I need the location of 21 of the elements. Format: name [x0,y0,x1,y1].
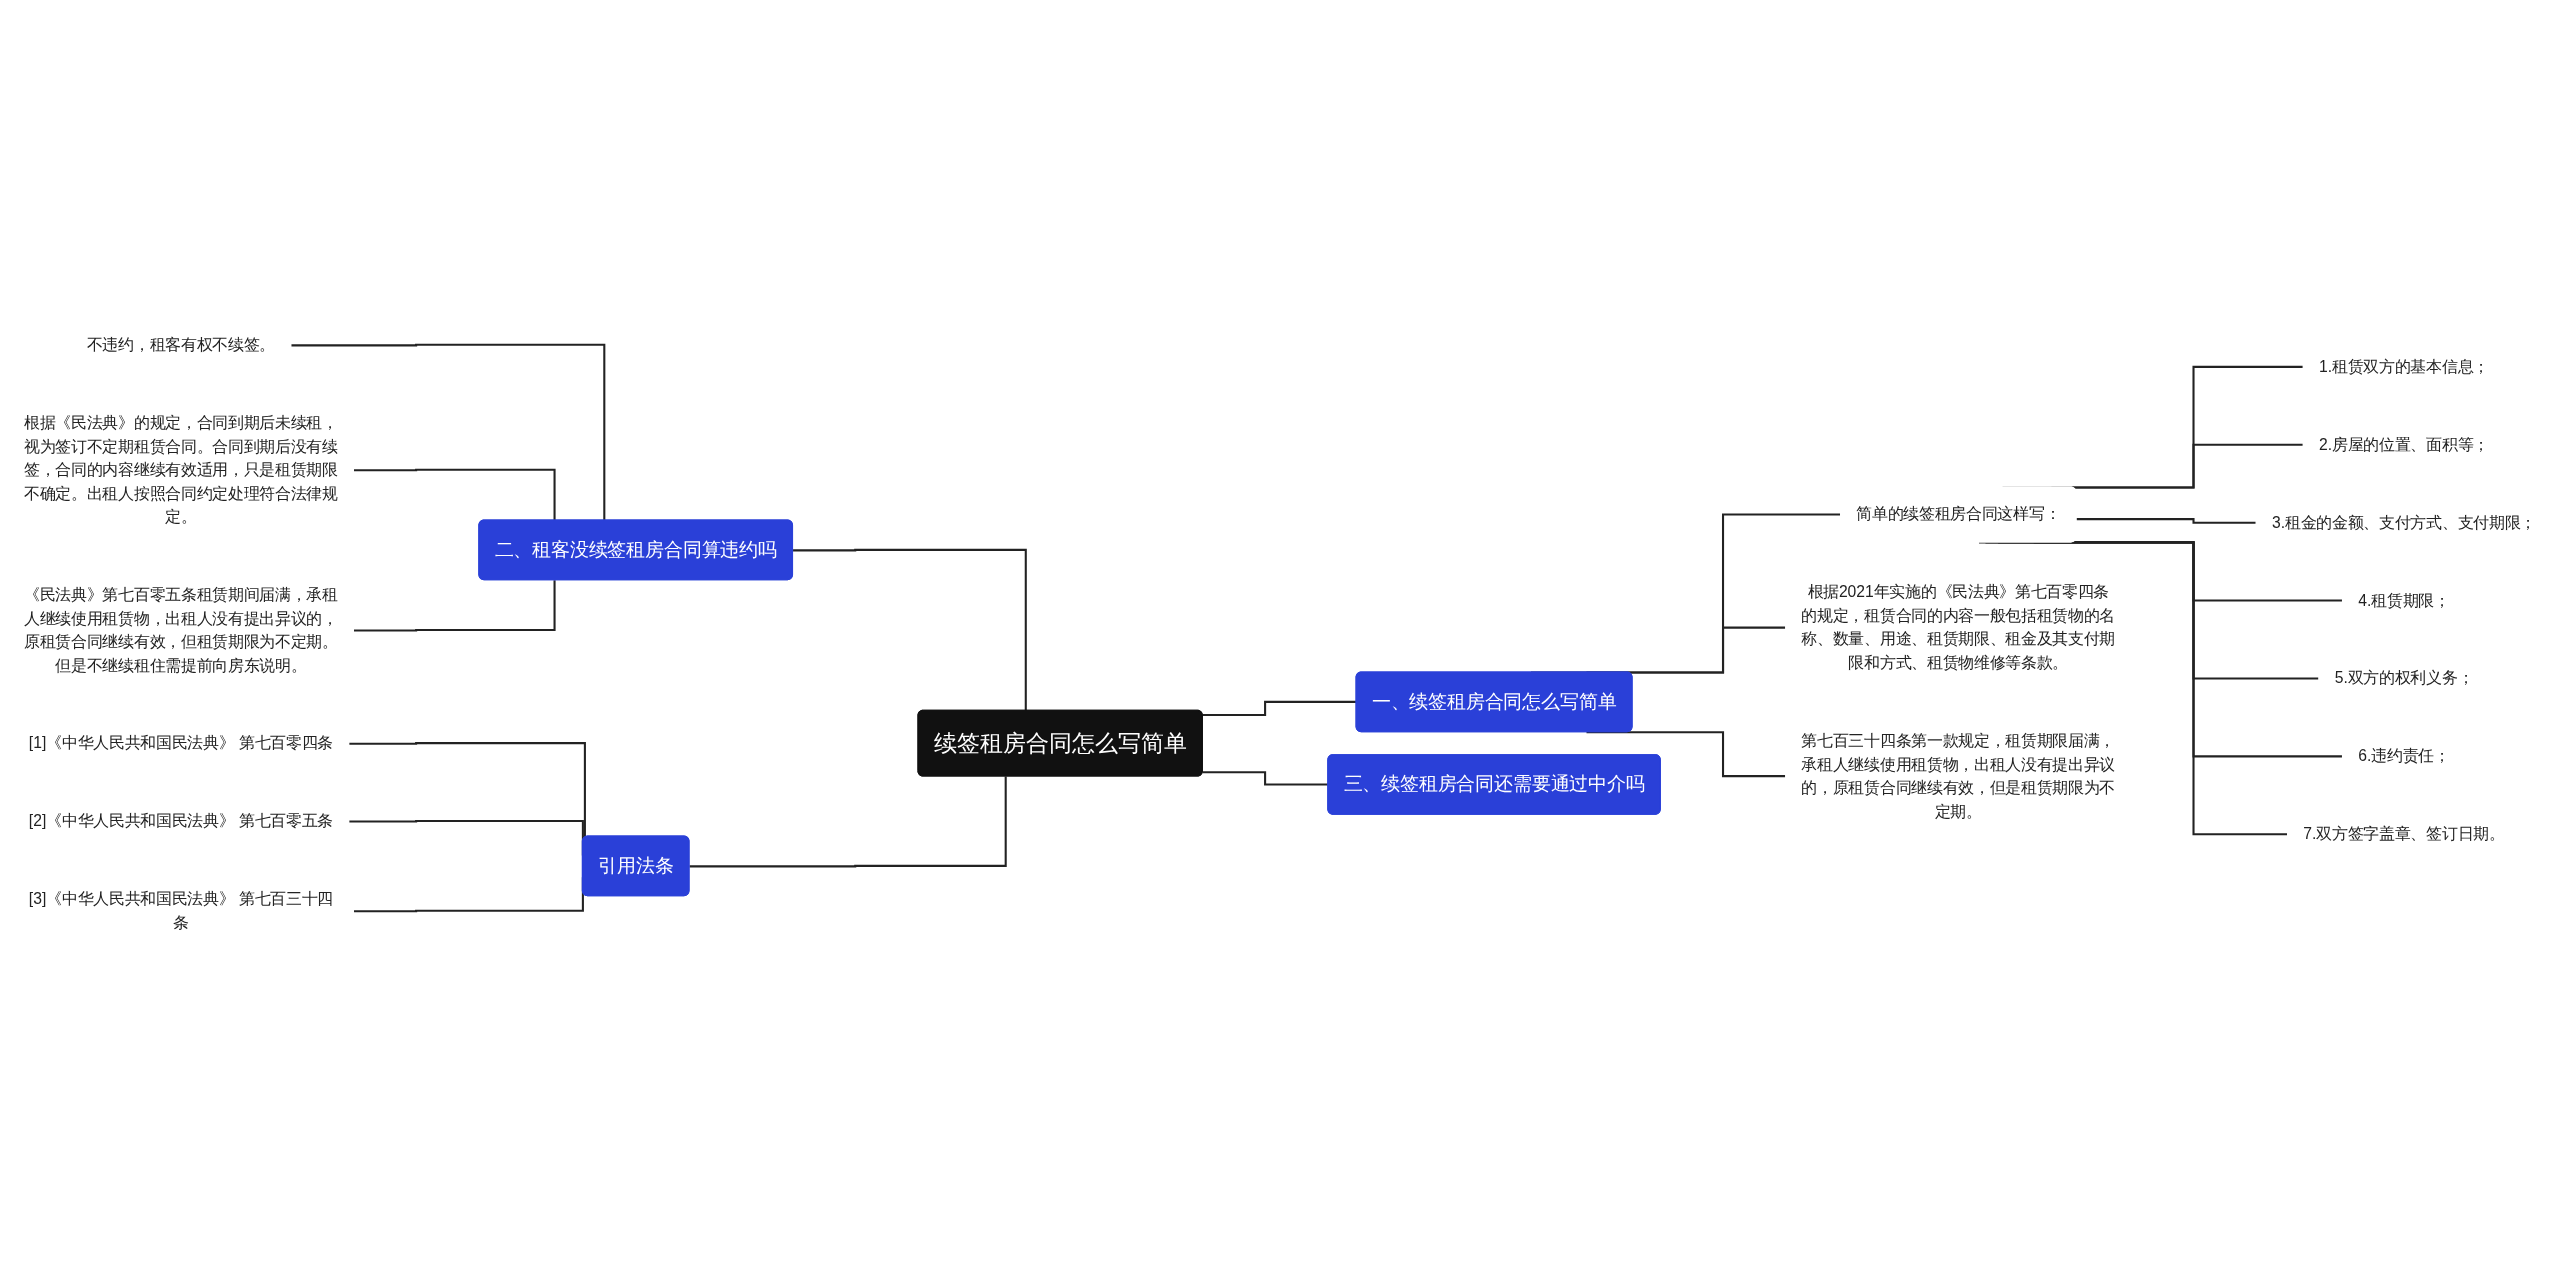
connector [291,343,606,521]
connector [353,580,556,632]
node-text: 根据2021年实施的《民法典》第七百零四条的规定，租赁合同的内容一般包括租赁物的名称、数量、用途、租赁期限、租金及其支付期限和方式、租赁物维修等条款。 [1801,582,2116,671]
connector [353,468,556,521]
node-text: 不违约，租客有权不续签。 [86,335,275,353]
node-text: 4.租赁期限； [2358,590,2450,609]
connector [349,741,586,838]
connector [793,548,1027,711]
node-text: 根据《民法典》的规定，合同到期后未续租，视为签订不定期租赁合同。合同到期后没有续签，合同的内容继续有效适用，只是租赁期限不确定。出租人按照合同约定处理符合法律规定。 [24,412,338,525]
node-text: 6.违约责任； [2358,746,2450,765]
node-text: 7.双方签字盖章、签订日期。 [2303,824,2505,843]
node-text: [1]《中华人民共和国民法典》 第七百零四条 [28,733,333,752]
node-text: 《民法典》第七百零五条租赁期间届满，承租人继续使用租赁物，出租人没有提出异议的，原租赁合同继续有效，但租赁期限为不定期。但是不继续租住需提前向房东说明。 [24,584,338,674]
node-text: 第七百三十四条第一款规定，租赁期限届满，承租人继续使用租赁物，出租人没有提出异议的，原租赁合同继续有效，但是租赁期限为不定期。 [1801,730,2116,820]
node-text: 5.双方的权利义务； [2334,668,2474,687]
node-text: 1.租赁双方的基本信息； [2318,357,2489,375]
connector [689,776,1007,868]
node-text: [3]《中华人民共和国民法典》 第七百三十四条 [28,889,333,931]
node-text: 2.房屋的位置、面积等； [2318,434,2489,453]
node-text: 3.租金的金额、支付方式、支付期限； [2271,512,2536,531]
node-text: [2]《中华人民共和国民法典》 第七百零五条 [28,811,333,829]
